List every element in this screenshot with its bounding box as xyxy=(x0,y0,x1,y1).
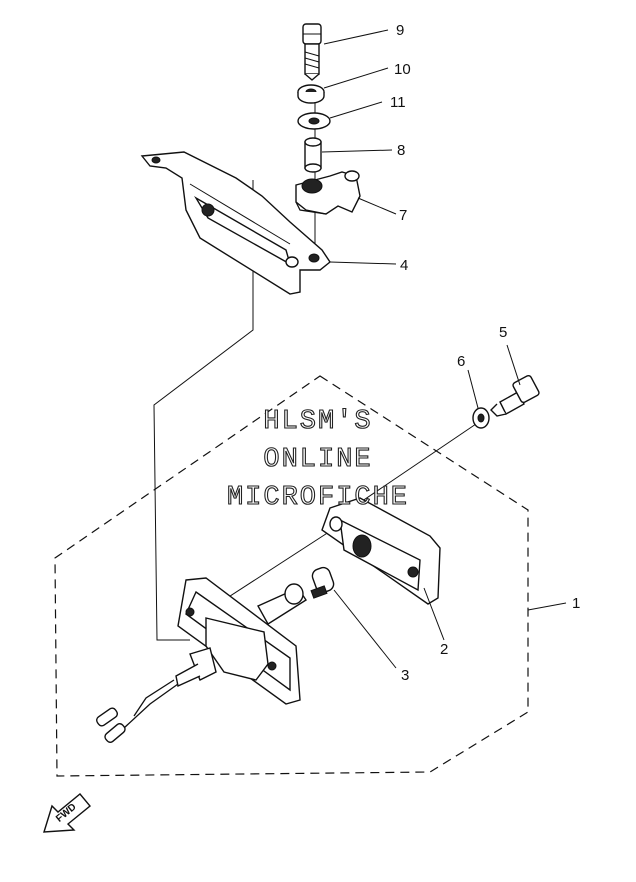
callout-4: 4 xyxy=(400,257,408,274)
screw-part-5 xyxy=(490,374,540,417)
callout-1: 1 xyxy=(572,595,580,612)
flat-washer-part-11 xyxy=(297,112,331,130)
assembly-outline xyxy=(54,375,529,777)
watermark-line-1: HLSM'S xyxy=(263,407,372,437)
fwd-arrow-icon: FWD xyxy=(43,793,91,833)
watermark-line-3: MICROFICHE xyxy=(227,483,409,513)
collar-part-8 xyxy=(304,137,322,173)
leader-lines xyxy=(321,29,567,669)
alignment-line-screw xyxy=(345,423,477,513)
callout-10: 10 xyxy=(394,61,411,78)
callout-5: 5 xyxy=(499,324,507,341)
bolt-part-9 xyxy=(302,23,322,81)
callout-6: 6 xyxy=(457,353,465,370)
washer-part-6 xyxy=(472,407,490,429)
callout-8: 8 xyxy=(397,142,405,159)
callout-11: 11 xyxy=(390,94,406,111)
callout-9: 9 xyxy=(396,22,404,39)
holder-part-7 xyxy=(295,170,361,215)
callout-7: 7 xyxy=(399,207,407,224)
alignment-line-bracket xyxy=(153,180,254,641)
callout-labels: 9 10 11 8 7 4 5 6 1 2 3 xyxy=(390,22,580,684)
watermark-line-2: ONLINE xyxy=(263,445,372,475)
callout-3: 3 xyxy=(401,667,409,684)
lens-part-2 xyxy=(321,497,441,605)
bulb-part-3 xyxy=(310,566,335,599)
lamp-housing xyxy=(95,577,307,743)
watermark: HLSM'S ONLINE MICROFICHE xyxy=(226,406,409,513)
bracket-part-4 xyxy=(140,151,331,295)
spring-washer-part-10 xyxy=(297,84,325,104)
callout-2: 2 xyxy=(440,641,448,658)
